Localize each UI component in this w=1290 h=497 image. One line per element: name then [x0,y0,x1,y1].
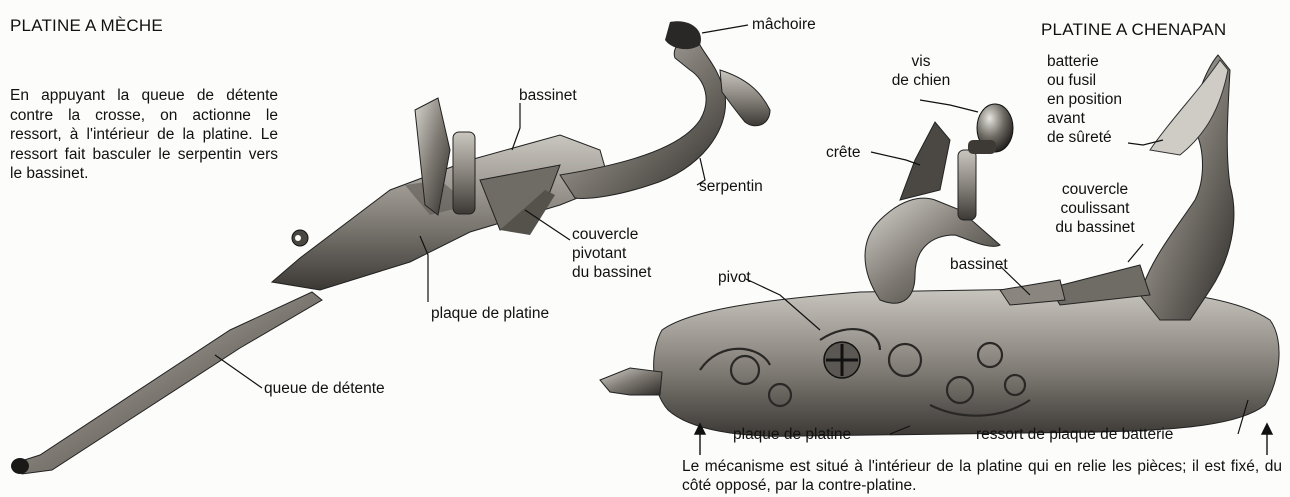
label-line: coulissant [1040,199,1150,218]
label-vis-de-chien: vis de chien [876,52,966,90]
label-line: en position [1047,90,1122,109]
snaphance-illustration [600,55,1279,436]
snaphance-title: PLATINE A CHENAPAN [1041,20,1226,39]
snaphance-caption: Le mécanisme est situé à l'intérieur de … [682,457,1282,495]
serpentin-shape [560,39,726,199]
label-line: couvercle [572,225,651,244]
label-line: du bassinet [572,263,651,282]
trigger-end-knob [11,458,29,474]
label-plaque-right: plaque de platine [733,425,851,444]
label-queue-detente: queue de détente [264,379,385,398]
label-couvercle-pivotant: couvercle pivotant du bassinet [572,225,651,282]
label-line: couvercle [1040,180,1150,199]
label-line: du bassinet [1040,218,1150,237]
label-plaque-left: plaque de platine [431,304,549,323]
label-bassinet-left: bassinet [519,86,577,105]
label-line: avant [1047,109,1122,128]
label-line: de sûreté [1047,128,1122,147]
label-pivot: pivot [718,268,751,287]
cock-shape [865,198,1000,303]
label-ressort: ressort de plaque de batterie [976,425,1173,444]
label-line: pivotant [572,244,651,263]
matchlock-title: PLATINE A MÈCHE [10,16,163,35]
label-machoire: mâchoire [752,15,816,34]
label-line: de chien [876,71,966,90]
label-couvercle-coulissant: couvercle coulissant du bassinet [1040,180,1150,237]
label-bassinet-right: bassinet [950,255,1008,274]
label-line: ou fusil [1047,71,1122,90]
label-batterie: batterie ou fusil en position avant de s… [1047,52,1122,147]
label-serpentin: serpentin [699,177,763,196]
label-crete: crête [826,143,860,162]
label-line: vis [876,52,966,71]
matchlock-description: En appuyant la queue de détente contre l… [10,86,278,184]
label-line: batterie [1047,52,1122,71]
